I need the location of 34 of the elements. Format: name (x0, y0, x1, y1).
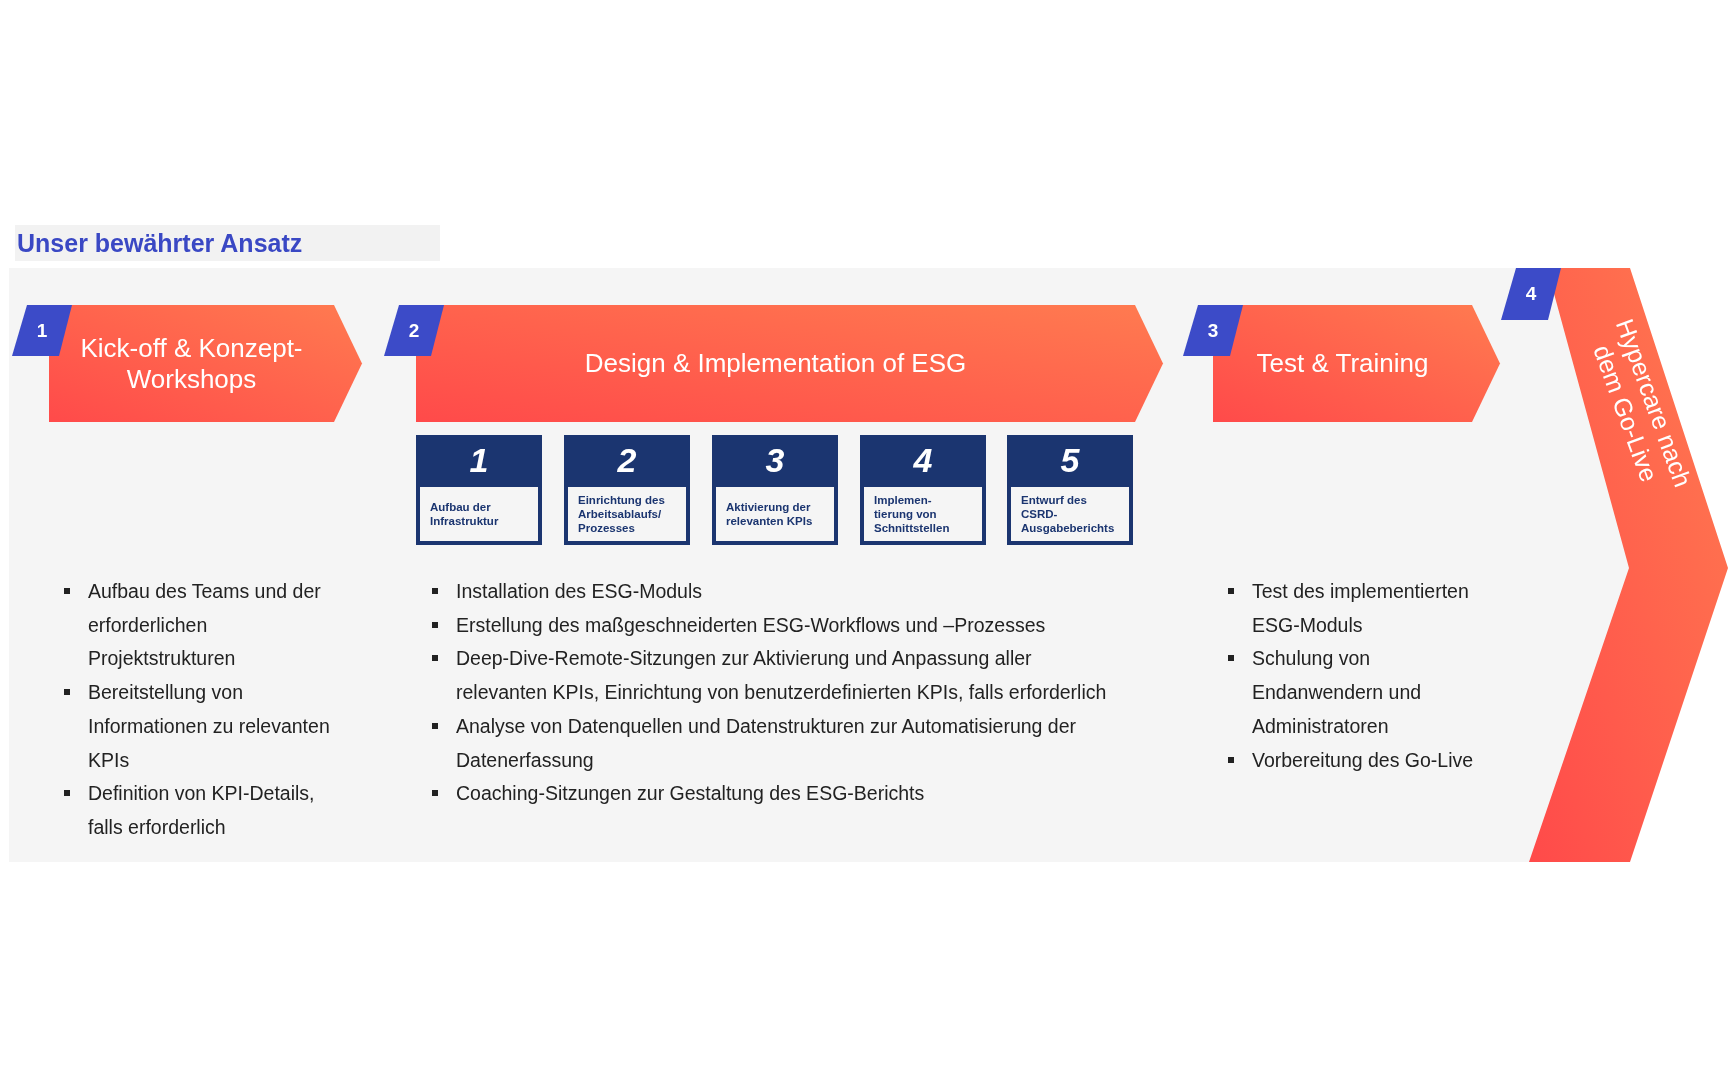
step-number: 1 (36, 319, 48, 342)
bullet-item: Bereitstellung von Informationen zu relevanten KPIs (64, 676, 344, 778)
step-card (564, 435, 690, 545)
bullet-item: Deep-Dive-Remote-Sitzungen zur Aktivierung und Anpassung aller relevanten KPIs, Einrichtung von benutzerdefinierten KPIs, falls erforderlich (432, 642, 1112, 710)
step-card (712, 435, 838, 545)
step-card (1007, 435, 1133, 545)
step-number: 2 (408, 319, 420, 342)
step-number: 5 (1059, 441, 1081, 480)
step-number: 2 (616, 441, 638, 480)
bullet-item: Erstellung des maßgeschneiderten ESG-Workflows und –Prozesses (432, 608, 1112, 643)
phase-title: Test & Training (1256, 348, 1429, 379)
step-label: Einrichtung des Arbeitsablaufs/ Prozesses (577, 493, 666, 535)
step-card (416, 435, 542, 545)
step-label: Aufbau der Infrastruktur (429, 500, 500, 528)
step-number: 3 (1207, 319, 1219, 342)
bullet-item: Definition von KPI-Details, falls erforderlich (64, 777, 344, 845)
bullet-item: Analyse von Datenquellen und Datenstrukturen zur Automatisierung der Datenerfassung (432, 709, 1112, 778)
phase-title: Kick-off & Konzept-Workshops (79, 332, 304, 395)
step-number: 4 (1525, 283, 1537, 305)
bullet-item: Vorbereitung des Go-Live (1228, 743, 1488, 778)
step-label: Aktivierung der relevanten KPIs (725, 500, 814, 528)
bullet-item: Coaching-Sitzungen zur Gestaltung des ESG-Berichts (432, 777, 1112, 811)
step-label: Implemen- tierung von Schnittstellen (873, 493, 951, 535)
bullet-item: Schulung von Endanwendern und Administratoren (1228, 642, 1488, 744)
step-number: 1 (468, 441, 490, 480)
step-card (860, 435, 986, 545)
step-label: Entwurf des CSRD- Ausgabeberichts (1020, 493, 1116, 535)
step-number: 4 (912, 441, 934, 480)
title: Unser bewährter Ansatz (17, 229, 303, 258)
bullet-item: Aufbau des Teams und der erforderlichen Projektstrukturen (64, 575, 344, 677)
bullet-item: Test des implementierten ESG-Moduls (1228, 575, 1488, 643)
bullet-item: Installation des ESG-Moduls (432, 575, 1112, 609)
phase-title: Design & Implementation of ESG (584, 348, 967, 379)
step-number: 3 (764, 441, 786, 480)
